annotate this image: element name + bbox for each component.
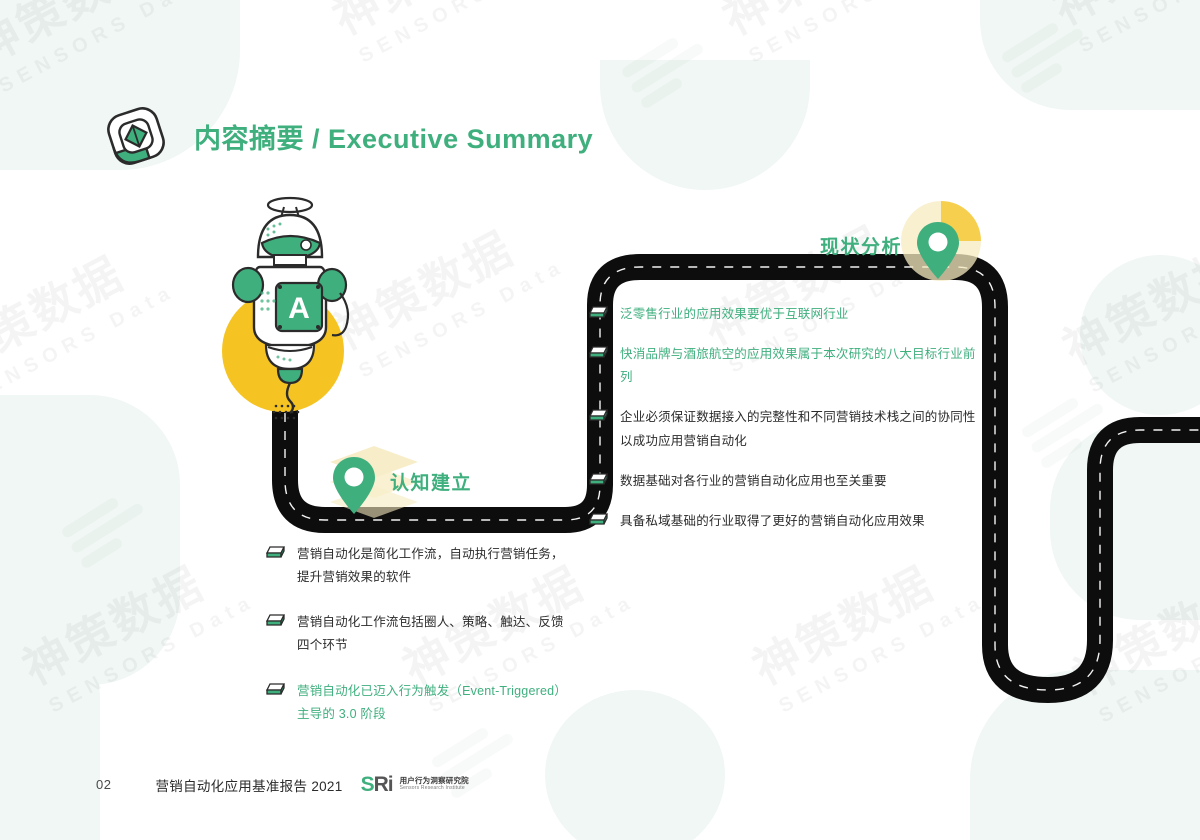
bullet-text: 营销自动化是简化工作流，自动执行营销任务，提升营销效果的软件 [297, 547, 564, 585]
bullet-item: 营销自动化已迈入行为触发（Event-Triggered）主导的 3.0 阶段 [265, 680, 575, 726]
bullet-text: 营销自动化已迈入行为触发（Event-Triggered）主导的 3.0 阶段 [297, 683, 567, 721]
bullet-text: 数据基础对各行业的营销自动化应用也至关重要 [620, 473, 887, 488]
page-footer: 02 营销自动化应用基准报告 2021 SRi 用户行为洞察研究院 Sensor… [96, 774, 469, 795]
cube-bullet-icon [265, 613, 286, 630]
cube-bullet-icon [588, 408, 609, 425]
milestone-label: 现状分析 [820, 236, 903, 258]
bullet-item: 营销自动化工作流包括圈人、策略、触达、反馈四个环节 [265, 611, 575, 657]
bullet-item: 快消品牌与酒旅航空的应用效果属于本次研究的八大目标行业前列 [588, 343, 983, 389]
cube-outline-icon [100, 100, 172, 172]
bullet-item: 数据基础对各行业的营销自动化应用也至关重要 [588, 470, 983, 493]
robot-badge-letter: A [288, 292, 310, 325]
bullet-item: 营销自动化是简化工作流，自动执行营销任务，提升营销效果的软件 [265, 543, 575, 589]
cube-bullet-icon [265, 682, 286, 699]
cube-bullet-icon [588, 345, 609, 362]
cube-bullet-icon [265, 545, 286, 562]
milestone-pin-status[interactable]: 现状分析 [820, 220, 962, 282]
location-pin-icon [333, 457, 375, 514]
robot-illustration: A [210, 185, 370, 415]
milestone-label: 认知建立 [390, 472, 473, 494]
bullet-item: 具备私域基础的行业取得了更好的营销自动化应用效果 [588, 510, 983, 533]
cube-bullet-icon [588, 305, 609, 322]
bullet-item: 企业必须保证数据接入的完整性和不同营销技术栈之间的协同性以成功应用营销自动化 [588, 406, 983, 452]
page-header: 内容摘要 / Executive Summary [100, 100, 593, 172]
bullet-text: 具备私域基础的行业取得了更好的营销自动化应用效果 [620, 513, 925, 528]
bullet-text: 快消品牌与酒旅航空的应用效果属于本次研究的八大目标行业前列 [620, 347, 976, 385]
sri-logo-mark: SRi [360, 773, 394, 796]
location-pin-icon [917, 222, 960, 279]
bullet-item: 泛零售行业的应用效果要优于互联网行业 [588, 303, 983, 326]
milestone-pin-cognition[interactable]: 认知建立 [330, 455, 472, 517]
robot-exhaust-dots [272, 404, 300, 420]
cognition-bullet-list: 营销自动化是简化工作流，自动执行营销任务，提升营销效果的软件营销自动化工作流包括… [265, 543, 575, 748]
sri-logo-en: Sensors Research Institute [399, 784, 465, 791]
bullet-text: 企业必须保证数据接入的完整性和不同营销技术栈之间的协同性以成功应用营销自动化 [620, 410, 976, 448]
page-title: 内容摘要 / Executive Summary [194, 123, 594, 154]
cube-bullet-icon [588, 512, 609, 529]
bullet-text: 营销自动化工作流包括圈人、策略、触达、反馈四个环节 [297, 615, 564, 653]
page-number: 02 [96, 777, 112, 792]
sri-logo-cn: 用户行为洞察研究院 [399, 776, 469, 786]
sri-logo: SRi 用户行为洞察研究院 Sensors Research Institute [361, 774, 469, 795]
report-title: 营销自动化应用基准报告 2021 [155, 778, 343, 794]
bullet-text: 泛零售行业的应用效果要优于互联网行业 [620, 307, 849, 321]
cube-bullet-icon [588, 472, 609, 489]
status-analysis-bullet-list: 泛零售行业的应用效果要优于互联网行业快消品牌与酒旅航空的应用效果属于本次研究的八… [588, 303, 983, 550]
